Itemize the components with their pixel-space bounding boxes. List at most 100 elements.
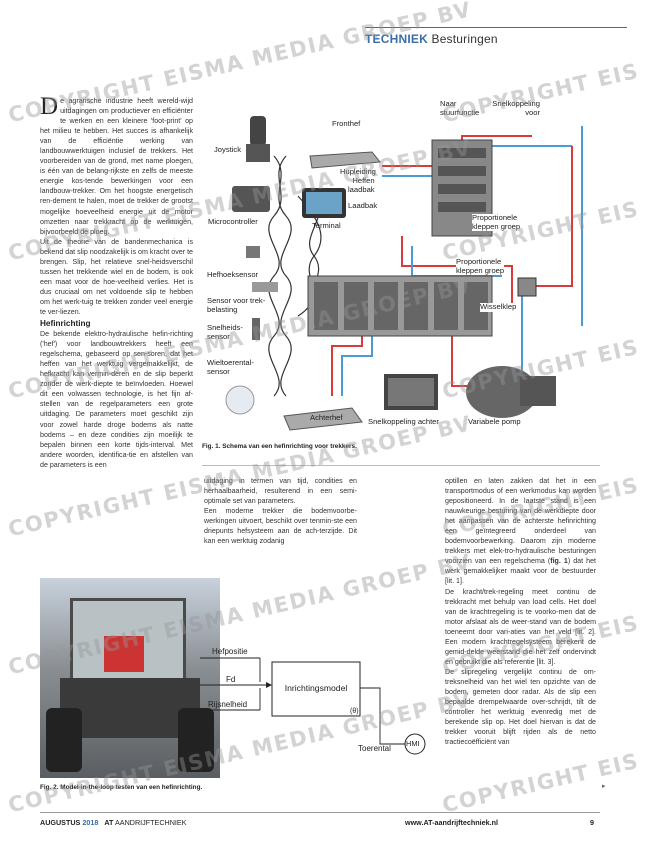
article-column-2: uitdaging in termen van tijd, condities … bbox=[204, 476, 357, 546]
label-toerental: Toerental bbox=[358, 744, 391, 753]
text-run: ) dat het werk gemakkelijker maakt voor … bbox=[445, 557, 596, 586]
label-theta: (θ) bbox=[350, 708, 359, 715]
label-hmi: HMI bbox=[406, 739, 420, 748]
label-achterhef: Achterhef bbox=[310, 413, 343, 422]
block-diagram bbox=[200, 657, 426, 755]
drop-cap: D bbox=[40, 93, 59, 120]
fronthef-icon bbox=[309, 151, 381, 169]
label-microcontroller: Microcontroller bbox=[208, 217, 258, 226]
joystick-icon bbox=[246, 116, 270, 162]
figure-2-block-diagram: Hefpositie Fd Rijsnelheid Inrichtingsmod… bbox=[200, 640, 430, 760]
paragraph-kracht: De kracht/trek-regeling meet continu de … bbox=[445, 587, 596, 666]
tractor-engine-icon bbox=[104, 636, 144, 672]
text-line: voor bbox=[525, 107, 540, 117]
text-run: optillen en laten zakken dat het in een … bbox=[445, 477, 596, 566]
label-joystick: Joystick bbox=[214, 145, 242, 154]
label-fd: Fd bbox=[226, 675, 236, 684]
paragraph-slip: Uit de theorie van de bandenmechanica is… bbox=[40, 237, 193, 316]
paragraph-trekker: Een moderne trekker die bodemvoorbe-werk… bbox=[204, 507, 357, 546]
continue-arrow-icon: ▸ bbox=[602, 783, 606, 790]
label-laadbak: Laadbak bbox=[348, 201, 378, 211]
text-line: Snelkoppeling bbox=[492, 99, 540, 108]
paragraph-transport: optillen en laten zakken dat het in een … bbox=[445, 476, 596, 587]
snelkoppeling-achter-icon bbox=[384, 374, 438, 410]
footer-year: 2018 bbox=[82, 818, 99, 827]
text-line: kleppen groep bbox=[456, 265, 505, 275]
model-block bbox=[271, 661, 361, 717]
label-variabele-pomp: Variabele pomp bbox=[468, 417, 521, 426]
footer-rule bbox=[40, 812, 600, 813]
trekbelasting-sensor-icon bbox=[252, 282, 278, 292]
label-wisselklep: Wisselklep bbox=[480, 302, 517, 312]
label-hefpositie: Hefpositie bbox=[212, 647, 248, 656]
label-fronthef: Fronthef bbox=[332, 119, 361, 128]
label-trekbelasting: Sensor voor trek-belasting bbox=[207, 296, 266, 314]
achterhef-icon bbox=[283, 407, 363, 431]
microcontroller-icon bbox=[232, 186, 270, 212]
text-line: belasting bbox=[207, 304, 238, 314]
text-line: Proportionele bbox=[456, 257, 502, 266]
text-line: laadbak bbox=[348, 184, 375, 194]
text-line: Heffen bbox=[352, 176, 375, 185]
label-inrichtingsmodel: Inrichtingsmodel bbox=[284, 683, 348, 693]
label-snelkoppeling-achter: Snelkoppeling achter bbox=[368, 417, 439, 426]
paragraph-hef: De bekende elektro-hydraulische hefin-ri… bbox=[40, 330, 193, 469]
text-line: Snelheids- bbox=[207, 323, 243, 332]
label-hupleiding: Hupleiding bbox=[340, 167, 376, 177]
article-column-3: optillen en laten zakken dat het in een … bbox=[445, 476, 596, 747]
header-rule bbox=[365, 27, 627, 28]
text-line: sensor bbox=[207, 366, 230, 376]
terminal-icon bbox=[302, 188, 346, 218]
tractor-wheel-icon bbox=[178, 708, 214, 772]
text-line: kleppen groep bbox=[472, 221, 521, 231]
footer-month: AUGUSTUS bbox=[40, 818, 81, 827]
paragraph-slipregeling: De slipregeling vergelijkt continu de om… bbox=[445, 667, 596, 747]
text-line: Naar bbox=[440, 99, 457, 108]
subhead-hefinrichting: Hefinrichting bbox=[40, 319, 91, 329]
valve-group-middle bbox=[307, 275, 493, 337]
wisselklep-icon bbox=[517, 277, 537, 297]
label-terminal: Terminal bbox=[312, 221, 341, 230]
watermark: COPYRIGHT EIS bbox=[440, 748, 642, 818]
fig-reference: fig. 1 bbox=[550, 557, 568, 566]
label-snelheidssensor: Snelheids-sensor bbox=[207, 323, 243, 341]
text-line: Sensor voor trek- bbox=[207, 296, 266, 305]
snelheidssensor-icon bbox=[252, 318, 260, 340]
figure-2-photo bbox=[40, 578, 220, 778]
label-hefhoeksensor: Hefhoeksensor bbox=[207, 270, 259, 279]
paragraph-uitdaging: uitdaging in termen van tijd, condities … bbox=[204, 477, 357, 506]
label-wieltoerental: Wieltoerental-sensor bbox=[207, 358, 254, 376]
text-line: stuurfunctie bbox=[440, 107, 480, 117]
page-number: 9 bbox=[590, 818, 594, 827]
section-title: Besturingen bbox=[431, 32, 498, 46]
footer-issue: AUGUSTUS 2018 AT AANDRIJFTECHNIEK bbox=[40, 818, 186, 827]
section-label: TECHNIEK bbox=[365, 32, 428, 46]
figure-1-caption: Fig. 1. Schema van een hefinrichting voo… bbox=[202, 443, 357, 450]
footer-logo: AT bbox=[104, 818, 114, 827]
variabele-pomp-icon bbox=[466, 366, 556, 418]
schema-diagram bbox=[225, 116, 583, 431]
tractor-wheel-icon bbox=[46, 708, 82, 772]
label-rijsnelheid: Rijsnelheid bbox=[208, 700, 248, 709]
figure-2-caption: Fig. 2. Model-in-the-loop testen van een… bbox=[40, 784, 203, 791]
figure-1-schema: Joystick Microcontroller Terminal Hefhoe… bbox=[202, 96, 600, 442]
intro-text: e agrarische industrie heeft wereld-wijd… bbox=[40, 97, 193, 236]
footer-url[interactable]: www.AT-aandrijftechniek.nl bbox=[405, 818, 499, 827]
section-header: TECHNIEK Besturingen bbox=[365, 32, 498, 46]
text-line: Wieltoerental- bbox=[207, 358, 254, 367]
footer-magazine: AANDRIJFTECHNIEK bbox=[115, 818, 187, 827]
hmi-node bbox=[404, 733, 426, 755]
wieltoerental-sensor-icon bbox=[225, 385, 255, 415]
figure-rule bbox=[202, 465, 600, 466]
hefhoeksensor-icon bbox=[246, 246, 260, 258]
tractor-body-icon bbox=[60, 678, 200, 738]
text-line: Proportionele bbox=[472, 213, 518, 222]
text-line: sensor bbox=[207, 331, 230, 341]
